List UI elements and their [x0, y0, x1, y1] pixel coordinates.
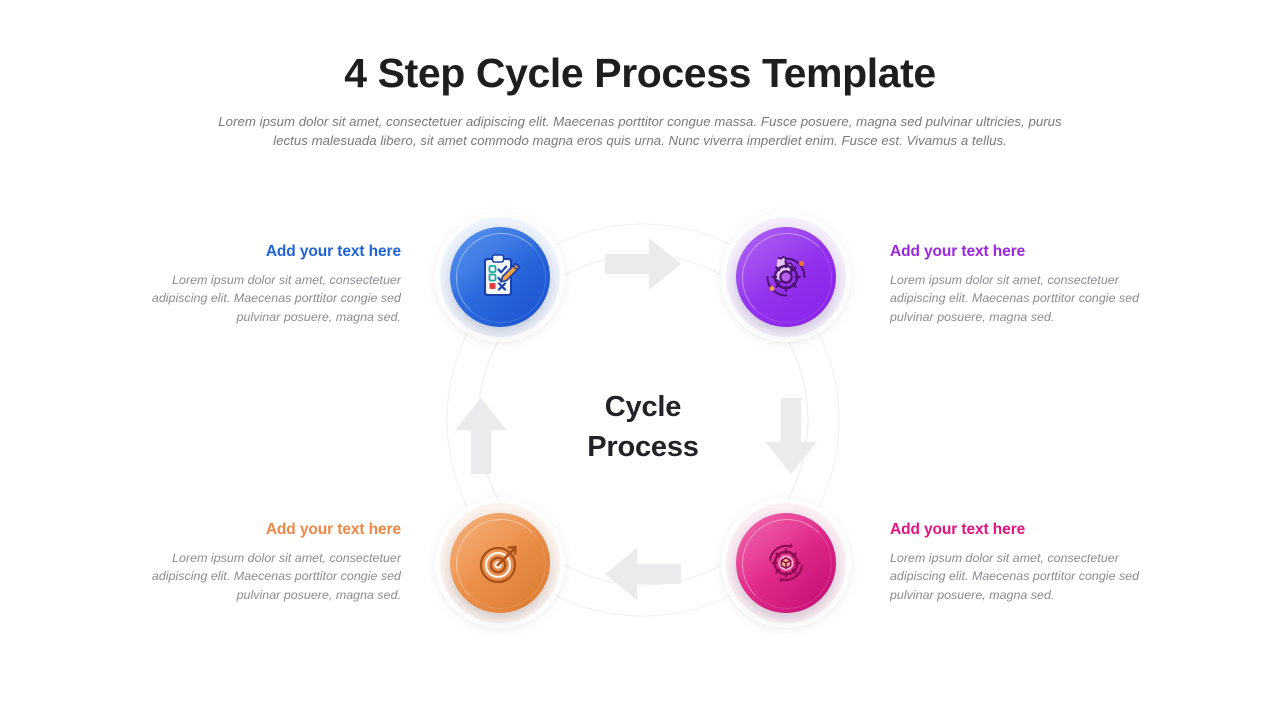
arrow-left-icon	[605, 548, 681, 600]
text-block-body[interactable]: Lorem ipsum dolor sit amet, consectetuer…	[151, 550, 401, 603]
cycle-node-top-right[interactable]	[721, 212, 851, 342]
gear-cube-refresh-icon	[736, 513, 836, 613]
text-block-bottom-right: Add your text here Lorem ipsum dolor sit…	[890, 521, 1143, 605]
page-title: 4 Step Cycle Process Template	[344, 50, 936, 96]
clipboard-checklist-pencil-icon	[450, 227, 550, 327]
arrow-down-icon	[765, 398, 817, 474]
target-arrow-icon	[450, 513, 550, 613]
text-block-body[interactable]: Lorem ipsum dolor sit amet, consectetuer…	[151, 272, 401, 325]
text-block-heading[interactable]: Add your text here	[890, 521, 1026, 538]
text-block-heading[interactable]: Add your text here	[890, 243, 1026, 260]
text-block-top-right: Add your text here Lorem ipsum dolor sit…	[890, 243, 1143, 327]
cycle-center-label: Cycle Process	[503, 388, 783, 467]
arrow-right-icon	[605, 238, 681, 290]
text-block-body[interactable]: Lorem ipsum dolor sit amet, consectetuer…	[890, 550, 1140, 603]
cycle-node-bottom-left[interactable]	[435, 498, 565, 628]
text-block-body[interactable]: Lorem ipsum dolor sit amet, consectetuer…	[890, 272, 1140, 325]
page-subtitle: Lorem ipsum dolor sit amet, consectetuer…	[218, 114, 1062, 148]
text-block-heading[interactable]: Add your text here	[265, 521, 401, 538]
text-block-top-left: Add your text here Lorem ipsum dolor sit…	[148, 243, 401, 327]
cycle-diagram: Cycle Process	[413, 190, 873, 650]
text-block-heading[interactable]: Add your text here	[265, 243, 401, 260]
arrow-up-icon	[455, 398, 507, 474]
cycle-node-bottom-right[interactable]	[721, 498, 851, 628]
cycle-node-top-left[interactable]	[435, 212, 565, 342]
center-label-line1: Cycle	[604, 391, 682, 423]
text-block-bottom-left: Add your text here Lorem ipsum dolor sit…	[148, 521, 401, 605]
center-label-line2: Process	[587, 430, 699, 463]
gear-orbit-icon	[736, 227, 836, 327]
